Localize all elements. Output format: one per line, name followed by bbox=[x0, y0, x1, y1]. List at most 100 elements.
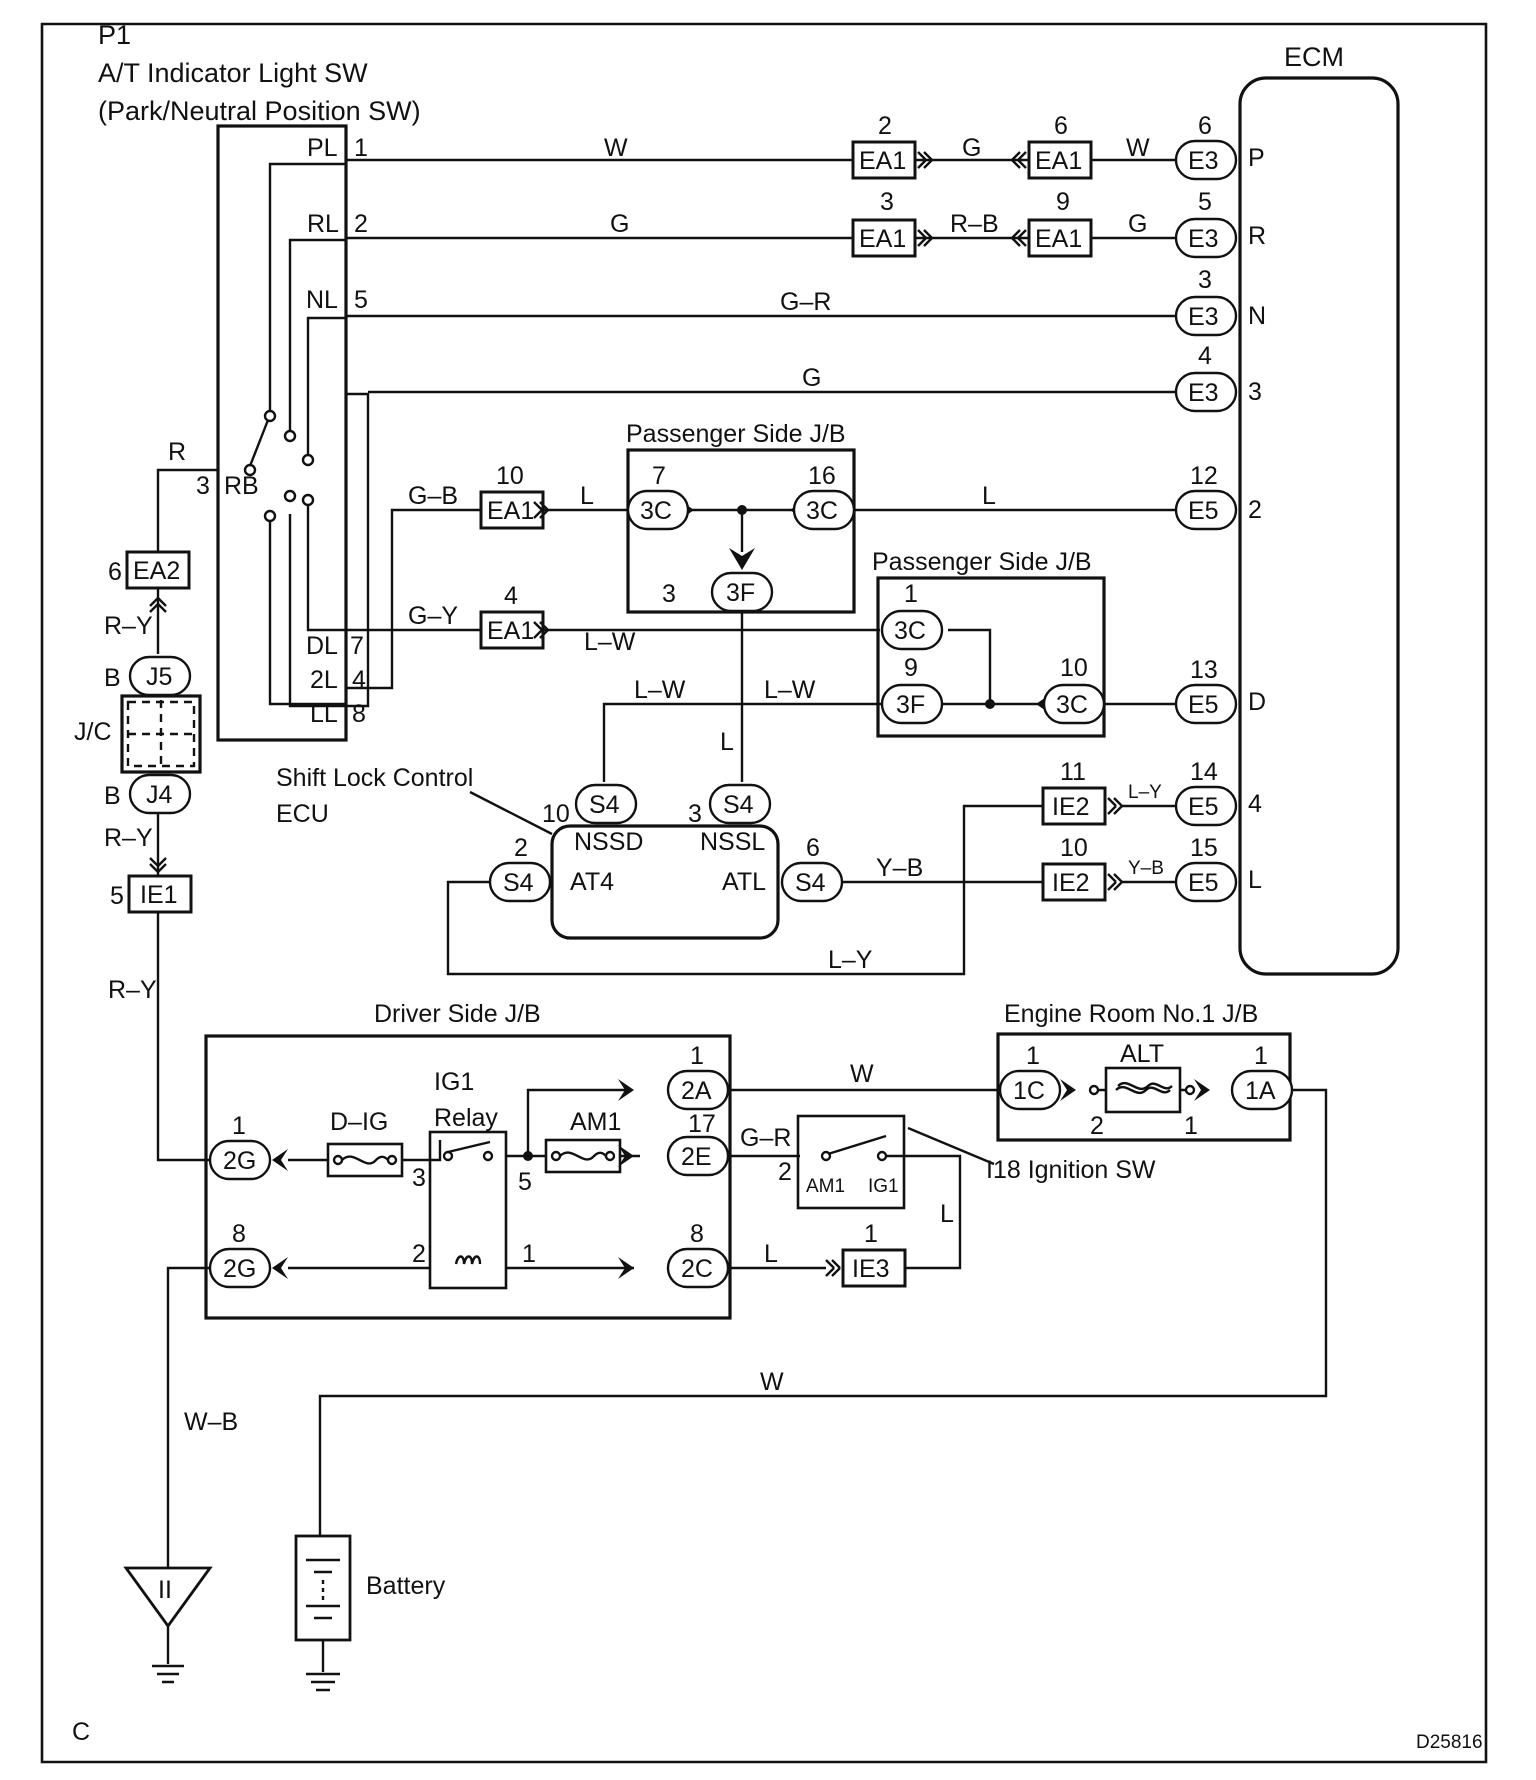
svg-text:4: 4 bbox=[1248, 790, 1262, 818]
ig1-relay-label-2: Relay bbox=[434, 1104, 498, 1132]
p1-subtitle: (Park/Neutral Position SW) bbox=[98, 96, 421, 126]
switch-terminal-nl: NL bbox=[306, 286, 338, 314]
svg-text:3C: 3C bbox=[894, 617, 926, 645]
connector-e3: E3 bbox=[1174, 139, 1238, 181]
wire-label-l-w: L–W bbox=[584, 628, 636, 656]
wire-label-l: L bbox=[720, 728, 734, 756]
svg-text:3F: 3F bbox=[726, 579, 755, 607]
switch-pin-2: 2 bbox=[354, 210, 368, 238]
svg-text:L: L bbox=[1248, 866, 1262, 894]
ground-mark: II bbox=[158, 1576, 172, 1604]
connector-ie1: IE1 bbox=[127, 874, 193, 914]
svg-text:EA1: EA1 bbox=[859, 225, 906, 253]
jb1-internal bbox=[678, 499, 806, 570]
wire-label-b: B bbox=[104, 664, 121, 692]
svg-text:2G: 2G bbox=[223, 1147, 256, 1175]
battery-label: Battery bbox=[366, 1572, 446, 1600]
connector-1c: 1C bbox=[998, 1069, 1062, 1111]
svg-text:1A: 1A bbox=[1245, 1077, 1276, 1105]
ecu-terminal-at4: AT4 bbox=[570, 868, 614, 896]
wire-label-g: G bbox=[1128, 210, 1147, 238]
svg-text:E5: E5 bbox=[1188, 793, 1219, 821]
jb2-internal bbox=[926, 619, 1052, 715]
pin-label: 1 bbox=[1026, 1042, 1040, 1070]
svg-text:E3: E3 bbox=[1188, 379, 1219, 407]
ecu-terminal-nssd: NSSD bbox=[574, 828, 643, 856]
wire-label-r-y: R–Y bbox=[104, 612, 153, 640]
wire-label-l: L bbox=[580, 482, 594, 510]
connector-ea1: EA1 bbox=[851, 218, 934, 258]
connector-3c: 3C bbox=[626, 489, 690, 531]
pin-label: 6 bbox=[108, 558, 122, 586]
connector-2e: 2E bbox=[666, 1135, 730, 1177]
pin-label: 10 bbox=[496, 462, 524, 490]
passenger-jb-label-2: Passenger Side J/B bbox=[872, 548, 1092, 576]
shift-lock-label: Shift Lock Control bbox=[276, 764, 473, 792]
ecu-terminal-nssl: NSSL bbox=[700, 828, 765, 856]
connector-2g: 2G bbox=[208, 1139, 272, 1181]
svg-text:E5: E5 bbox=[1188, 869, 1219, 897]
connector-e3: E3 bbox=[1174, 217, 1238, 259]
connector-ea1: EA1 bbox=[479, 610, 550, 650]
pin-label: 2 bbox=[1090, 1112, 1104, 1140]
svg-text:EA1: EA1 bbox=[1035, 225, 1082, 253]
ignition-contact-ig1: IG1 bbox=[868, 1176, 899, 1197]
svg-text:J4: J4 bbox=[146, 781, 173, 809]
svg-text:3: 3 bbox=[1248, 378, 1262, 406]
wire-label-l: L bbox=[764, 1240, 778, 1268]
wire-label-r-b: R–B bbox=[950, 210, 999, 238]
wire-l bbox=[886, 1154, 962, 1270]
pin-label: 3 bbox=[662, 580, 676, 608]
ig1-relay-label: IG1 bbox=[434, 1068, 474, 1096]
pin-label: 1 bbox=[1184, 1112, 1198, 1140]
fuse-alt-label: ALT bbox=[1120, 1040, 1164, 1068]
wire-label-w: W bbox=[850, 1060, 874, 1088]
junction-connector-jc bbox=[120, 694, 202, 774]
connector-ie2: IE2 bbox=[1041, 862, 1124, 902]
pin-label: 9 bbox=[904, 654, 918, 682]
ignition-switch bbox=[796, 1114, 906, 1210]
svg-text:2A: 2A bbox=[681, 1077, 712, 1105]
p1-code: P1 bbox=[98, 20, 131, 50]
svg-text:3C: 3C bbox=[806, 497, 838, 525]
svg-text:3C: 3C bbox=[640, 497, 672, 525]
switch-terminal-dl: DL bbox=[306, 632, 338, 660]
fuse-alt bbox=[1088, 1066, 1196, 1114]
pin-label: 1 bbox=[904, 580, 918, 608]
connector-e5: E5 bbox=[1174, 861, 1238, 903]
pin-label: 10 bbox=[1060, 654, 1088, 682]
connector-3c: 3C bbox=[880, 609, 944, 651]
svg-text:E5: E5 bbox=[1188, 691, 1219, 719]
jc-label: J/C bbox=[74, 718, 112, 746]
fuse-am1 bbox=[544, 1138, 622, 1174]
svg-text:D: D bbox=[1248, 688, 1266, 716]
ignition-leader bbox=[907, 1126, 995, 1166]
wire-label-l-y: L–Y bbox=[828, 946, 873, 974]
pin-label: 7 bbox=[652, 462, 666, 490]
pin-label: 5 bbox=[110, 882, 124, 910]
svg-text:1C: 1C bbox=[1013, 1077, 1045, 1105]
connector-ie2: IE2 bbox=[1041, 786, 1124, 826]
pin-label: 13 bbox=[1190, 656, 1218, 684]
pin-label: 4 bbox=[1198, 342, 1212, 370]
svg-text:E5: E5 bbox=[1188, 497, 1219, 525]
connector-s4: S4 bbox=[574, 783, 638, 825]
pin-label: 9 bbox=[1056, 188, 1070, 216]
shift-lock-label-2: ECU bbox=[276, 800, 329, 828]
wire-l-y bbox=[446, 804, 1042, 976]
switch-contacts bbox=[243, 409, 315, 523]
ig1-relay bbox=[428, 1130, 508, 1290]
svg-text:IE1: IE1 bbox=[140, 881, 178, 909]
wire-label-g-b: G–B bbox=[408, 482, 458, 510]
svg-text:2E: 2E bbox=[681, 1143, 712, 1171]
switch-terminal-rl: RL bbox=[307, 210, 339, 238]
neutral-switch-box bbox=[216, 124, 348, 742]
wire-r-y bbox=[156, 912, 210, 1162]
connector-ea1: EA1 bbox=[1010, 218, 1093, 258]
pin-label: 3 bbox=[880, 188, 894, 216]
switch-pin-4: 4 bbox=[352, 666, 366, 694]
wire-r bbox=[156, 468, 218, 552]
neutral-switch: PL RL NL DL 2L LL RB 1 2 5 7 4 8 3 bbox=[196, 124, 370, 742]
connector-ie3: IE3 bbox=[824, 1248, 907, 1288]
shift-lock-leader bbox=[469, 790, 553, 836]
